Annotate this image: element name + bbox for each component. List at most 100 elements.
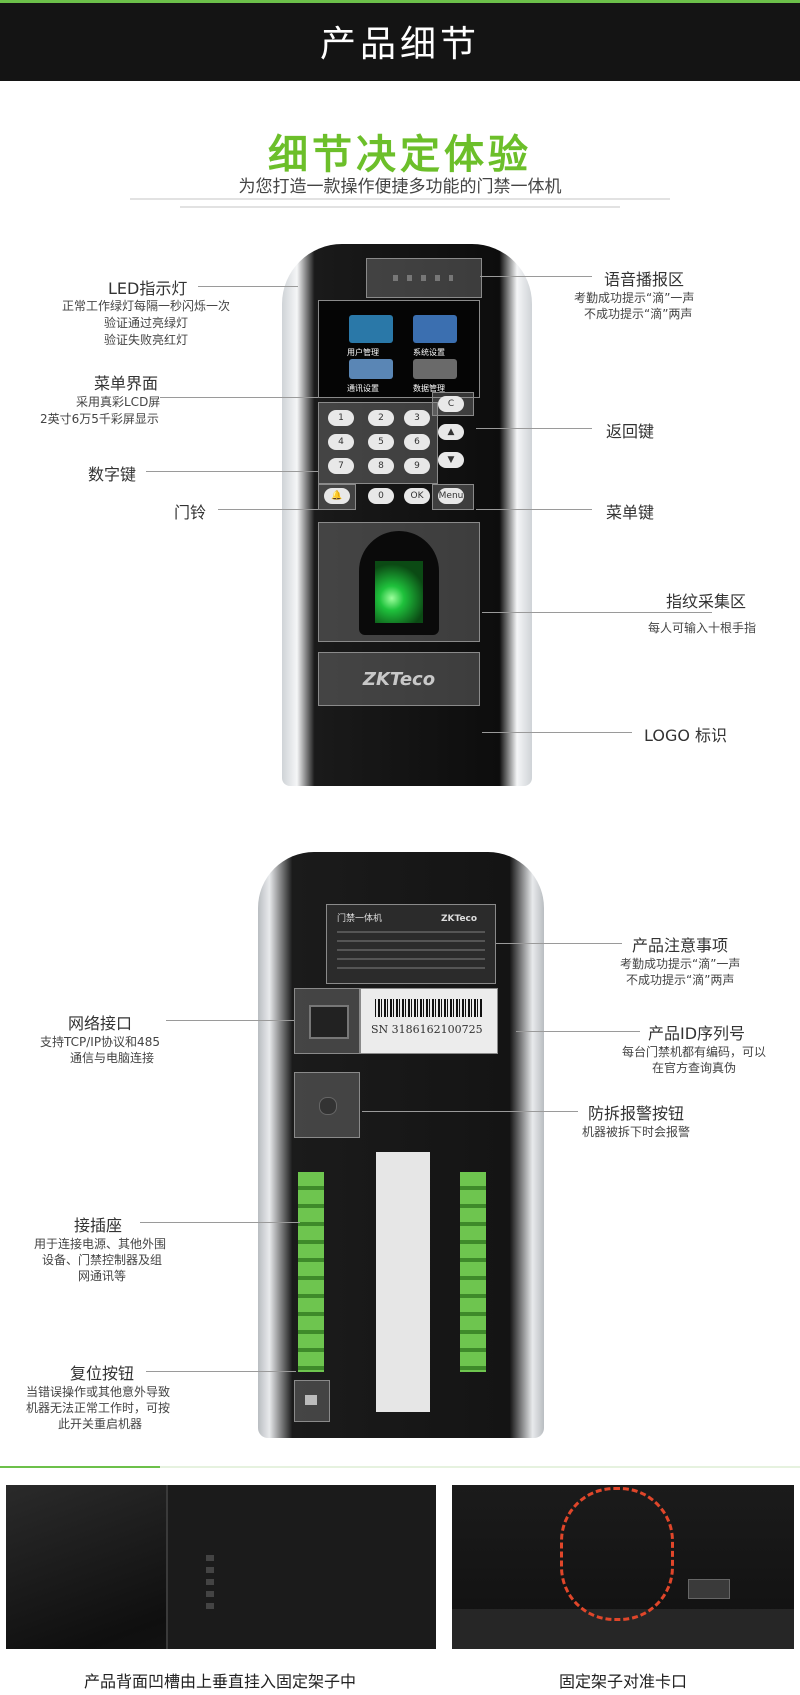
caption-left: 产品背面凹槽由上垂直挂入固定架子中: [83, 1672, 356, 1691]
screen-label: 系统设置: [413, 348, 445, 357]
key-5[interactable]: 5: [368, 434, 394, 450]
serial-number: SN 3186162100725: [371, 1023, 483, 1036]
leader-line: [146, 471, 318, 472]
tamper-button[interactable]: [319, 1097, 337, 1115]
leader-line: [198, 286, 298, 287]
leader-line: [476, 428, 592, 429]
fingerprint-sensor: [359, 531, 439, 635]
photo-back-groove: [6, 1485, 436, 1649]
brand-logo: ZKTeco: [362, 669, 436, 690]
callout-menu-desc: 2英寸6万5千彩屏显示: [40, 412, 159, 426]
leader-line: [140, 1222, 300, 1223]
callout-reset-title: 复位按钮: [70, 1364, 135, 1383]
callout-notice-desc: 不成功提示“滴”两声: [626, 973, 735, 987]
headline: 细节决定体验: [268, 132, 532, 178]
key-up[interactable]: ▲: [438, 424, 464, 440]
callout-serial-title: 产品ID序列号: [648, 1024, 746, 1043]
key-9[interactable]: 9: [404, 458, 430, 474]
key-bell[interactable]: 🔔: [324, 488, 350, 504]
callout-network-desc: 通信与电脑连接: [70, 1051, 155, 1065]
subheadline: 为您打造一款操作便捷多功能的门禁一体机: [238, 177, 562, 197]
vent-slots: [206, 1555, 214, 1615]
key-6[interactable]: 6: [404, 434, 430, 450]
leader-line: [362, 1111, 578, 1112]
device-front: 用户管理 系统设置 通讯设置 数据管理 1 2 3 C 4 5 6 ▲ 7 8 …: [282, 244, 532, 786]
callout-reset-desc: 机器无法正常工作时，可按: [26, 1401, 171, 1415]
terminal-block-right: [460, 1172, 486, 1372]
callout-voice-title: 语音播报区: [604, 270, 685, 289]
callout-keypad-title: 数字键: [88, 465, 137, 484]
key-4[interactable]: 4: [328, 434, 354, 450]
callout-fingerprint-desc: 每人可输入十根手指: [648, 621, 757, 635]
callout-notice-title: 产品注意事项: [632, 936, 729, 955]
callout-network-title: 网络接口: [68, 1014, 133, 1033]
section-divider: [0, 1466, 800, 1468]
callout-voice-desc: 不成功提示“滴”两声: [584, 307, 693, 321]
device-back: 门禁一体机 ZKTeco SN 3186162100725: [258, 852, 544, 1438]
key-3[interactable]: 3: [404, 410, 430, 426]
photo-bracket: [452, 1485, 794, 1649]
caption-right: 固定架子对准卡口: [558, 1672, 687, 1691]
header-bar: 产品细节: [0, 0, 800, 81]
speaker-area: [366, 258, 482, 298]
decorative-divider: [130, 198, 670, 200]
fingerprint-glow: [375, 561, 423, 623]
reset-area: [294, 1380, 330, 1422]
fingerprint-area: [318, 522, 480, 642]
leader-line: [482, 612, 712, 613]
key-2[interactable]: 2: [368, 410, 394, 426]
callout-back-title: 返回键: [606, 422, 655, 441]
key-0[interactable]: 0: [368, 488, 394, 504]
settings-icon: [413, 315, 457, 343]
key-down[interactable]: ▼: [438, 452, 464, 468]
database-icon: [413, 359, 457, 379]
ribbon-cable: [376, 1152, 430, 1412]
leader-line: [480, 276, 592, 277]
leader-line: [482, 732, 632, 733]
callout-serial-desc: 每台门禁机都有编码，可以: [622, 1045, 767, 1059]
callout-serial-desc: 在官方查询真伪: [652, 1061, 737, 1075]
leader-line: [166, 1020, 294, 1021]
key-c[interactable]: C: [438, 396, 464, 412]
leader-line: [496, 943, 622, 944]
callout-socket-desc: 用于连接电源、其他外围: [34, 1237, 167, 1251]
serial-sticker: SN 3186162100725: [360, 988, 498, 1054]
callout-doorbell-title: 门铃: [174, 503, 207, 522]
barcode: [375, 999, 483, 1017]
label-plate-brand: ZKTeco: [441, 914, 478, 924]
callout-menukey-title: 菜单键: [606, 503, 655, 522]
tamper-area: [294, 1072, 360, 1138]
callout-menu-title: 菜单界面: [94, 374, 159, 393]
callout-led-desc: 正常工作绿灯每隔一秒闪烁一次: [62, 299, 231, 313]
callout-fingerprint-title: 指纹采集区: [666, 592, 747, 611]
key-menu[interactable]: Menu: [438, 488, 464, 504]
callout-led-title: LED指示灯: [108, 279, 188, 298]
network-port: [294, 988, 360, 1054]
label-plate: 门禁一体机 ZKTeco: [326, 904, 496, 984]
leader-line: [218, 509, 318, 510]
leader-line: [160, 397, 318, 398]
user-icon: [349, 315, 393, 343]
screen-label: 用户管理: [347, 348, 379, 357]
leader-line: [476, 509, 592, 510]
callout-reset-desc: 此开关重启机器: [58, 1417, 143, 1431]
callout-reset-desc: 当错误操作或其他意外导致: [26, 1385, 171, 1399]
label-plate-title: 门禁一体机: [337, 914, 383, 924]
key-1[interactable]: 1: [328, 410, 354, 426]
usb-port: [688, 1579, 730, 1599]
lcd-screen: 用户管理 系统设置 通讯设置 数据管理: [318, 300, 480, 398]
callout-notice-desc: 考勤成功提示“滴”一声: [620, 957, 741, 971]
leader-line: [146, 1371, 296, 1372]
callout-menu-desc: 采用真彩LCD屏: [76, 395, 161, 409]
terminal-block-left: [298, 1172, 324, 1372]
key-ok[interactable]: OK: [404, 488, 430, 504]
callout-socket-title: 接插座: [74, 1216, 123, 1235]
callout-socket-desc: 设备、门禁控制器及组: [42, 1253, 163, 1267]
key-8[interactable]: 8: [368, 458, 394, 474]
key-7[interactable]: 7: [328, 458, 354, 474]
reset-button[interactable]: [305, 1395, 317, 1405]
network-icon: [349, 359, 393, 379]
screen-label: 通讯设置: [347, 384, 379, 393]
page-title: 产品细节: [319, 24, 480, 65]
callout-socket-desc: 网通讯等: [78, 1269, 127, 1283]
